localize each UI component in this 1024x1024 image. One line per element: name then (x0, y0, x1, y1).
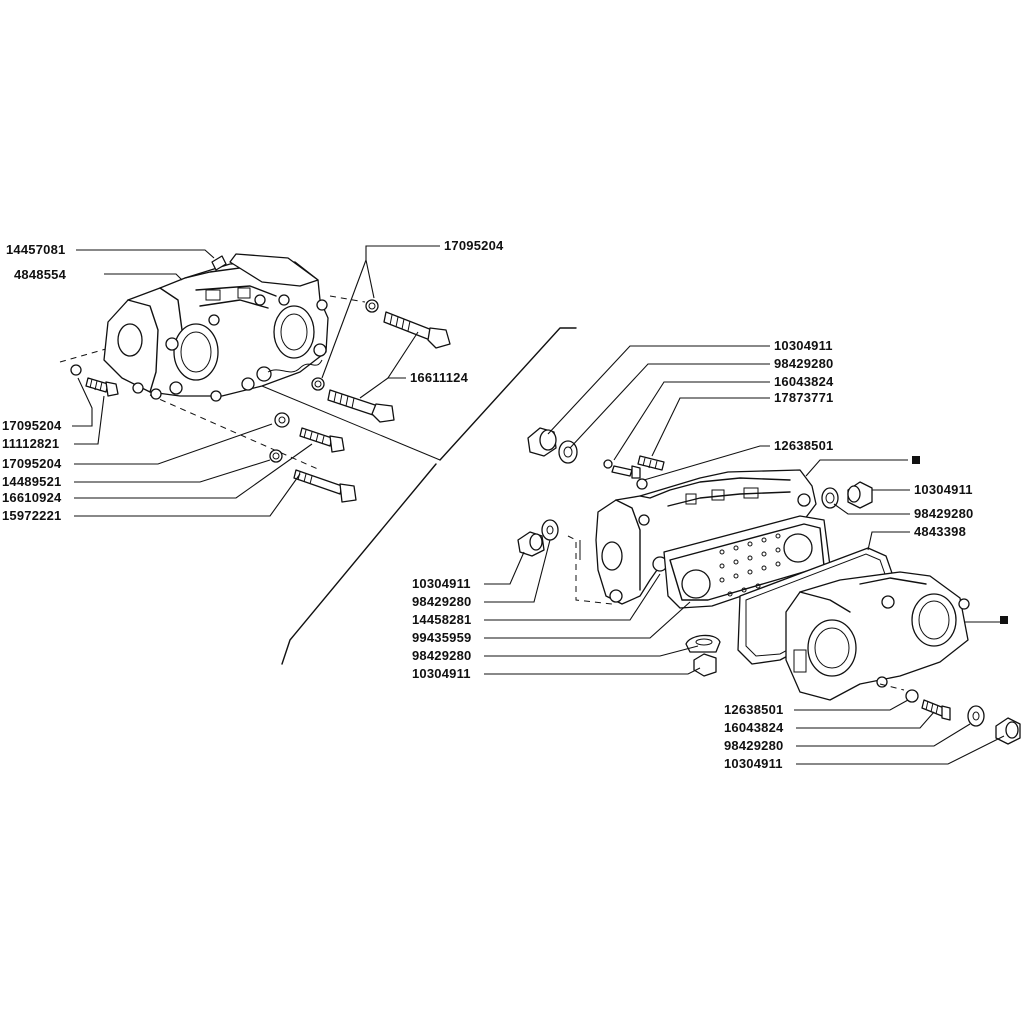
part-number-label: 99435959 (412, 630, 471, 645)
bottom-hardware (905, 689, 1021, 745)
plug-mid (517, 519, 721, 677)
stud-bolt-lower (311, 377, 395, 423)
right-assembly (517, 427, 1021, 745)
stud-short (299, 427, 345, 453)
reference-marker (912, 456, 920, 464)
nut-small (269, 449, 283, 463)
part-number-label: 4843398 (914, 524, 966, 539)
stud-bolt-upper (365, 299, 451, 349)
part-number-label: 16043824 (774, 374, 834, 389)
part-number-label: 10304911 (412, 576, 471, 591)
part-number-label: 14489521 (2, 474, 61, 489)
left-labels: 14457081 4848554 17095204 11112821 17095… (2, 242, 67, 523)
part-number-label: 4848554 (14, 267, 67, 282)
top-left-labels: 17095204 16611124 (410, 238, 504, 385)
part-number-label: 16610924 (2, 490, 62, 505)
part-number-label: 98429280 (774, 356, 833, 371)
part-number-label: 10304911 (724, 756, 783, 771)
part-number-label: 12638501 (774, 438, 833, 453)
right-mid-labels: 10304911 98429280 14458281 99435959 9842… (412, 576, 471, 681)
right-bottom-labels: 12638501 16043824 98429280 10304911 (724, 702, 784, 771)
right-top-labels: 10304911 98429280 16043824 17873771 1263… (774, 338, 973, 539)
part-number-label: 14457081 (6, 242, 65, 257)
part-number-label: 10304911 (914, 482, 973, 497)
part-number-label: 98429280 (914, 506, 973, 521)
part-number-label: 16611124 (410, 370, 469, 385)
part-number-label: 12638501 (724, 702, 783, 717)
part-number-label: 16043824 (724, 720, 784, 735)
stud-pair-top (603, 455, 665, 490)
plug-top (527, 427, 578, 464)
part-number-label: 17095204 (2, 418, 62, 433)
part-number-label: 17095204 (2, 456, 62, 471)
part-number-label: 17095204 (444, 238, 504, 253)
nut-washer (274, 412, 290, 428)
part-number-label: 10304911 (412, 666, 471, 681)
section-line-upper (439, 327, 577, 461)
part-number-label: 15972221 (2, 508, 61, 523)
section-line-lower (281, 463, 437, 665)
part-number-label: 10304911 (774, 338, 833, 353)
plug-right (821, 481, 873, 509)
part-number-label: 98429280 (412, 648, 471, 663)
left-bolt (70, 364, 119, 397)
cooler-cover (785, 571, 970, 701)
part-number-label: 11112821 (2, 436, 59, 451)
part-number-label: 98429280 (724, 738, 783, 753)
left-housing-assembly (59, 253, 451, 503)
bolt-long (293, 469, 357, 503)
reference-marker (1000, 616, 1008, 624)
part-number-label: 14458281 (412, 612, 471, 627)
part-number-label: 17873771 (774, 390, 833, 405)
leader-lines (72, 245, 1005, 765)
part-number-label: 98429280 (412, 594, 471, 609)
